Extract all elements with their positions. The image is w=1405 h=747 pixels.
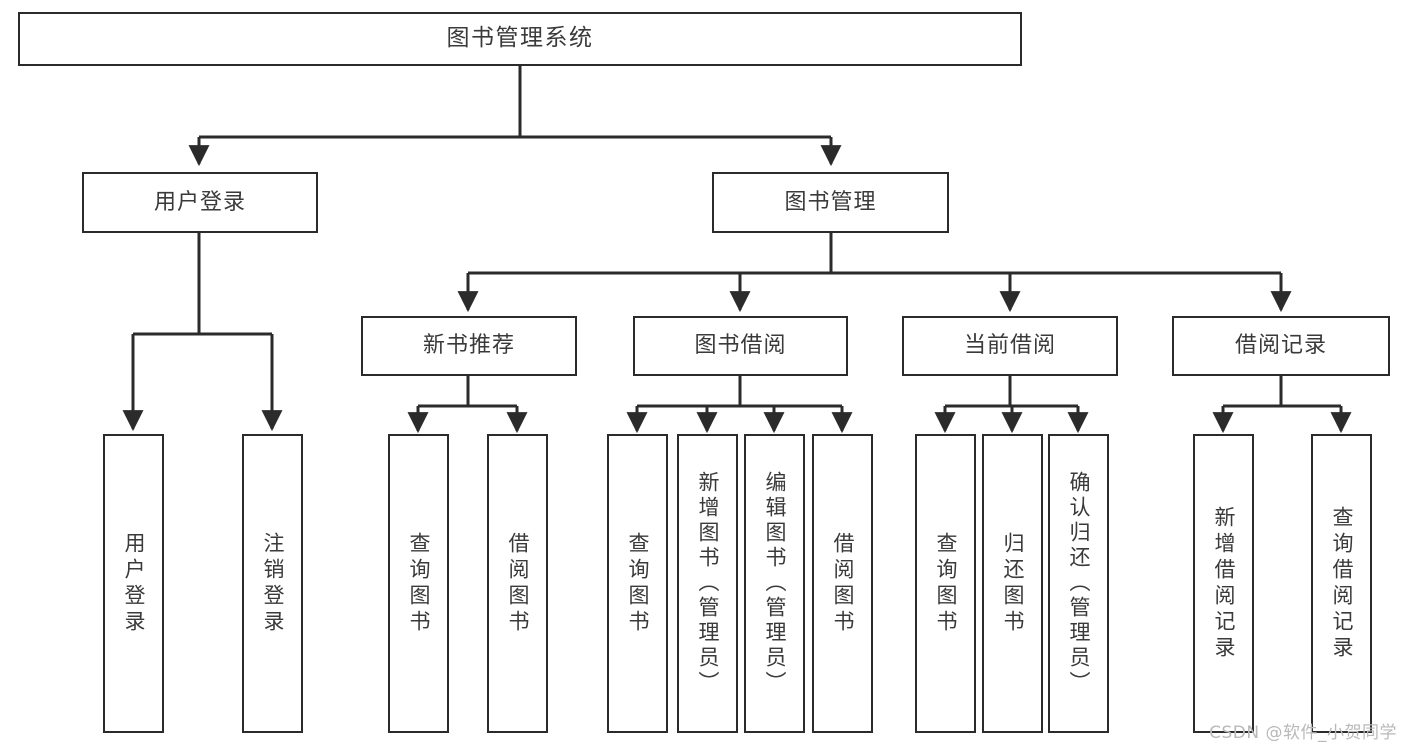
leaf-query-borrow-record-label: 查询借阅记录	[1330, 505, 1354, 662]
node-root[interactable]: 图书管理系统	[18, 12, 1022, 66]
csdn-watermark: CSDN @软件_小贺同学	[1209, 723, 1397, 743]
node-book-management-label: 图书管理	[784, 189, 877, 215]
leaf-query-book-current-label: 查询图书	[934, 531, 958, 636]
node-user-login[interactable]: 用户登录	[82, 172, 318, 233]
node-borrow-record[interactable]: 借阅记录	[1172, 316, 1390, 376]
leaf-confirm-return-admin[interactable]: 确认归还（管理员）	[1048, 434, 1109, 733]
leaf-borrow-book-recommend-label: 借阅图书	[506, 531, 530, 636]
leaf-return-book-label: 归还图书	[1001, 531, 1025, 636]
leaf-query-book-current[interactable]: 查询图书	[915, 434, 976, 733]
node-current-borrow[interactable]: 当前借阅	[902, 316, 1118, 376]
leaf-add-book-admin[interactable]: 新增图书（管理员）	[677, 434, 738, 733]
leaf-borrow-book-label: 借阅图书	[831, 531, 855, 636]
leaf-borrow-book-recommend[interactable]: 借阅图书	[487, 434, 548, 733]
leaf-query-book-recommend[interactable]: 查询图书	[388, 434, 449, 733]
leaf-query-book-recommend-label: 查询图书	[407, 531, 431, 636]
node-root-label: 图书管理系统	[446, 25, 594, 52]
leaf-query-book-borrow[interactable]: 查询图书	[607, 434, 668, 733]
node-user-login-label: 用户登录	[153, 189, 246, 215]
leaf-confirm-return-admin-label: 确认归还（管理员）	[1067, 471, 1091, 696]
leaf-logout-label: 注销登录	[261, 531, 285, 636]
leaf-user-login-label: 用户登录	[122, 531, 146, 636]
leaf-user-login[interactable]: 用户登录	[103, 434, 164, 733]
leaf-edit-book-admin-label: 编辑图书（管理员）	[763, 471, 787, 696]
node-book-borrow[interactable]: 图书借阅	[633, 316, 848, 376]
leaf-add-book-admin-label: 新增图书（管理员）	[696, 471, 720, 696]
node-new-book-recommend-label: 新书推荐	[422, 333, 515, 359]
leaf-borrow-book[interactable]: 借阅图书	[812, 434, 873, 733]
leaf-add-borrow-record-label: 新增借阅记录	[1212, 505, 1236, 662]
node-borrow-record-label: 借阅记录	[1234, 333, 1327, 359]
leaf-edit-book-admin[interactable]: 编辑图书（管理员）	[744, 434, 805, 733]
node-book-management[interactable]: 图书管理	[712, 172, 949, 233]
node-book-borrow-label: 图书借阅	[694, 333, 787, 359]
leaf-query-book-borrow-label: 查询图书	[626, 531, 650, 636]
node-current-borrow-label: 当前借阅	[963, 333, 1056, 359]
node-new-book-recommend[interactable]: 新书推荐	[361, 316, 577, 376]
leaf-add-borrow-record[interactable]: 新增借阅记录	[1193, 434, 1254, 733]
leaf-query-borrow-record[interactable]: 查询借阅记录	[1311, 434, 1372, 733]
leaf-return-book[interactable]: 归还图书	[982, 434, 1043, 733]
leaf-logout[interactable]: 注销登录	[242, 434, 303, 733]
